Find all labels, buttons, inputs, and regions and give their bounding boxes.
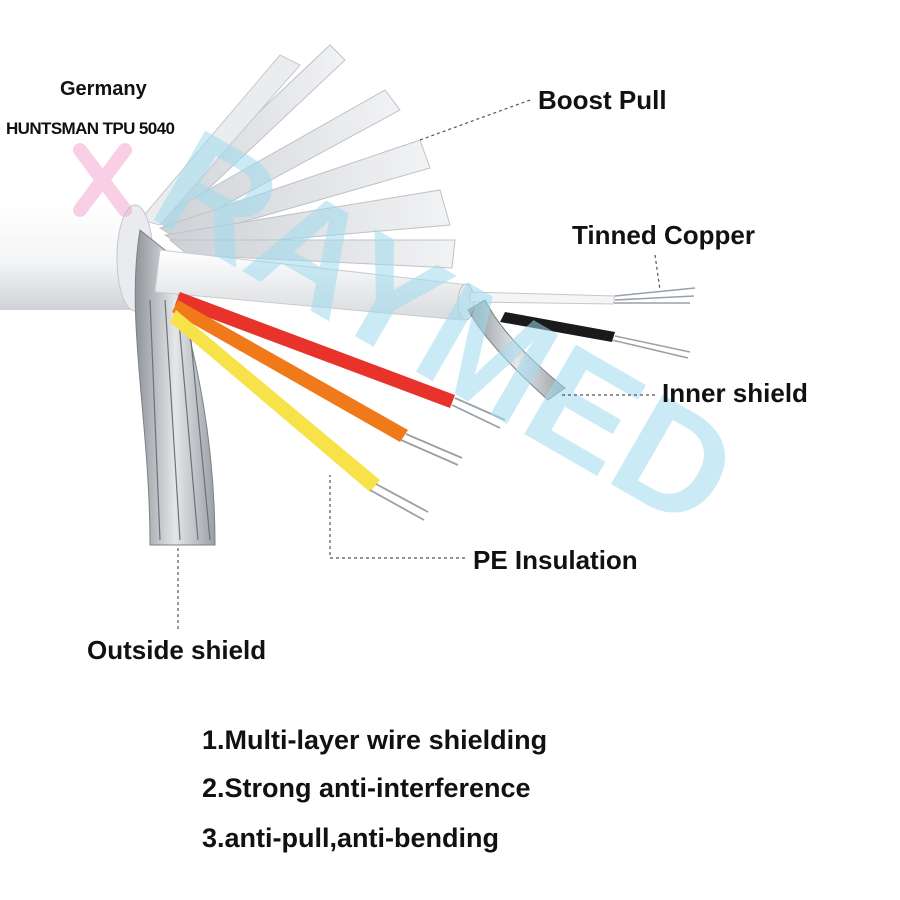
tinned-copper-label: Tinned Copper xyxy=(572,220,755,250)
inner-shield-label: Inner shield xyxy=(662,378,808,408)
material-label: HUNTSMAN TPU 5040 xyxy=(6,119,175,138)
feature-item: 1.Multi-layer wire shielding xyxy=(202,725,548,755)
origin-label: Germany xyxy=(60,78,147,100)
pe-insulation-label: PE Insulation xyxy=(473,545,638,575)
feature-item: 3.anti-pull,anti-bending xyxy=(202,823,499,853)
colored-wires xyxy=(170,292,506,521)
boost-pull-fibers xyxy=(139,44,456,269)
inner-shield-braid xyxy=(467,299,566,401)
tinned-copper-wire xyxy=(469,287,696,305)
outside-shield-label: Outside shield xyxy=(87,635,267,665)
leader-lines xyxy=(177,99,661,630)
feature-item: 2.Strong anti-interference xyxy=(202,773,531,803)
leader-tinned-copper xyxy=(654,254,661,291)
black-wire xyxy=(500,312,691,359)
boost-pull-label: Boost Pull xyxy=(538,85,667,115)
outer-jacket xyxy=(0,204,154,312)
leader-boost-pull xyxy=(419,99,531,141)
leader-pe-insulation xyxy=(329,475,465,559)
